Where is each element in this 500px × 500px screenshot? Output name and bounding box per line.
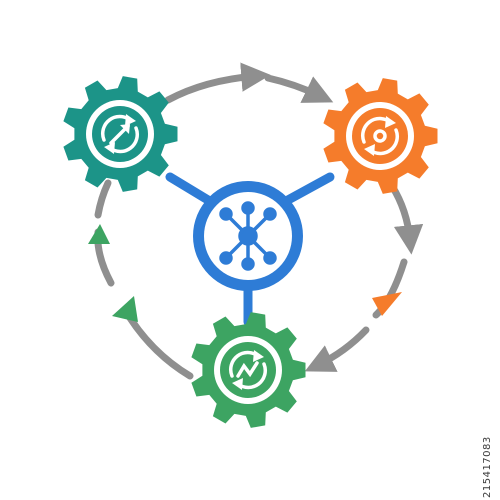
refresh-zigzag-icon — [228, 350, 268, 390]
orange-direction-triangle — [372, 292, 402, 316]
blue-hub — [193, 181, 303, 291]
refresh-cycle-icon — [360, 116, 400, 156]
hub-connectors — [165, 172, 335, 327]
arrow-top-left — [164, 62, 271, 104]
gear-core — [352, 108, 408, 164]
green-gear — [191, 312, 306, 428]
arrow-bottom-right — [304, 326, 370, 372]
arrow-top-right — [264, 74, 334, 103]
teal-gear — [63, 76, 178, 192]
arrow-right-upper — [388, 182, 424, 255]
arrow-left-upper — [94, 179, 112, 219]
network-hub-icon — [219, 201, 277, 271]
orange-gear — [323, 78, 438, 194]
connector-to-orange — [283, 172, 335, 205]
green-direction-triangle — [112, 296, 138, 322]
connector-to-teal — [165, 172, 213, 205]
green-direction-triangle-upper — [88, 224, 110, 244]
refresh-upright-arrow-icon — [100, 114, 140, 154]
image-code: 215417083 — [482, 436, 493, 498]
